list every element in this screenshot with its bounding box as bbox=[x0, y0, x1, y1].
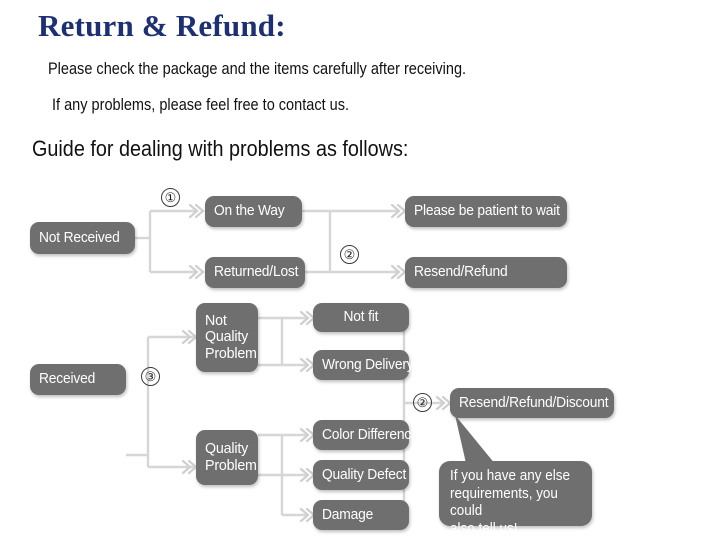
node-resend-refund-discount[interactable]: Resend/Refund/Discount bbox=[450, 388, 614, 418]
node-quality-defect[interactable]: Quality Defect bbox=[313, 460, 409, 490]
node-please-be-patient[interactable]: Please be patient to wait bbox=[405, 196, 567, 227]
node-received[interactable]: Received bbox=[30, 364, 126, 395]
node-damage[interactable]: Damage bbox=[313, 500, 409, 530]
step-marker-2-top: ② bbox=[340, 245, 359, 264]
node-returned-lost[interactable]: Returned/Lost bbox=[205, 257, 305, 288]
node-on-the-way[interactable]: On the Way bbox=[205, 196, 302, 227]
node-quality-problem[interactable]: Quality Problem bbox=[196, 430, 258, 485]
intro-line-2: If any problems, please feel free to con… bbox=[52, 96, 350, 114]
page-title: Return & Refund: bbox=[38, 8, 286, 43]
step-marker-3: ③ bbox=[141, 367, 160, 386]
bubble-line-3: also tell us! bbox=[450, 521, 518, 538]
speech-bubble: If you have any else requirements, you c… bbox=[439, 461, 592, 537]
node-color-difference[interactable]: Color Difference bbox=[313, 420, 419, 450]
node-not-fit[interactable]: Not fit bbox=[313, 303, 409, 332]
intro-line-1: Please check the package and the items c… bbox=[48, 60, 467, 78]
node-not-quality-problem[interactable]: Not Quality Problem bbox=[196, 303, 258, 372]
step-marker-1: ① bbox=[161, 188, 180, 207]
node-not-received[interactable]: Not Received bbox=[30, 222, 135, 254]
node-wrong-delivery[interactable]: Wrong Delivery bbox=[313, 350, 414, 380]
guide-heading: Guide for dealing with problems as follo… bbox=[32, 136, 409, 161]
bubble-line-2: requirements, you could bbox=[450, 485, 558, 520]
step-marker-2-bottom: ② bbox=[413, 393, 432, 412]
node-resend-refund[interactable]: Resend/Refund bbox=[405, 257, 567, 288]
bubble-line-1: If you have any else bbox=[450, 468, 570, 484]
